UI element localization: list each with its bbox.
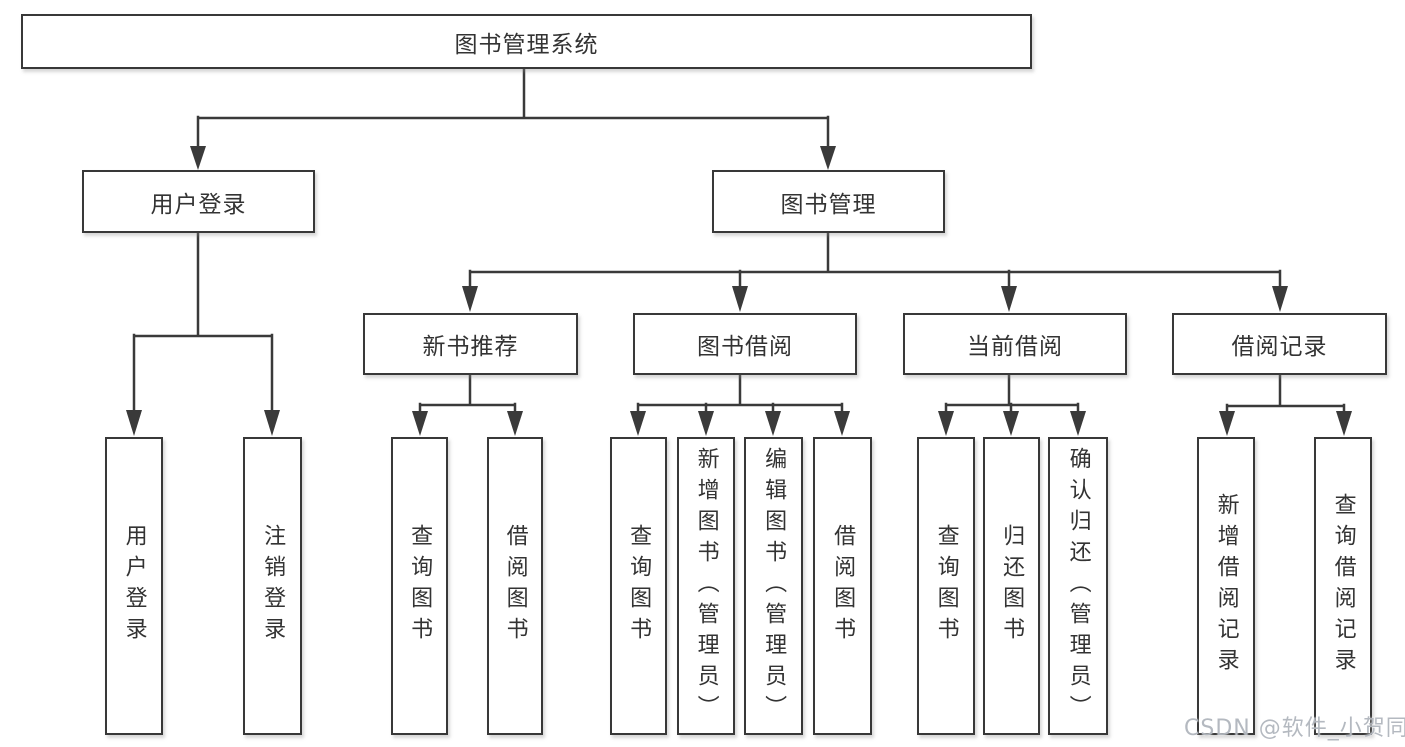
edge-user-login-to-leaves [126,231,280,436]
leaf-current-confirm-return-label: 确认归还（管理员） [1065,446,1091,726]
leaf-borrowing-borrow-book: 借阅图书 [813,437,872,735]
leaf-records-query-record-label: 查询借阅记录 [1330,493,1356,679]
edge-current-borrowing-to-leaves [938,373,1086,436]
node-root: 图书管理系统 [21,14,1032,69]
leaf-records-add-record: 新增借阅记录 [1197,437,1255,735]
leaf-recommend-borrow-book-label: 借阅图书 [502,524,528,648]
node-borrowing-records: 借阅记录 [1172,313,1387,375]
edge-book-borrowing-to-leaves [630,373,850,436]
edge-book-management-to-level3 [462,231,1288,312]
leaf-records-query-record: 查询借阅记录 [1314,437,1372,735]
leaf-borrowing-add-book-label: 新增图书（管理员） [693,446,719,726]
node-new-book-recommend: 新书推荐 [363,313,578,375]
leaf-current-confirm-return: 确认归还（管理员） [1048,437,1108,735]
node-current-borrowing: 当前借阅 [903,313,1127,375]
leaf-current-return-book: 归还图书 [983,437,1040,735]
leaf-logout: 注销登录 [243,437,302,735]
leaf-logout-label: 注销登录 [260,524,286,648]
watermark: CSDN @软件_小贺同学 [1184,716,1405,741]
leaf-borrowing-edit-book: 编辑图书（管理员） [744,437,803,735]
leaf-borrowing-query-book-label: 查询图书 [626,524,652,648]
node-book-borrowing: 图书借阅 [633,313,857,375]
leaf-recommend-query-book: 查询图书 [391,437,448,735]
leaf-current-return-book-label: 归还图书 [999,524,1025,648]
leaf-recommend-borrow-book: 借阅图书 [487,437,543,735]
edge-new-book-recommend-to-leaves [412,373,523,436]
leaf-records-add-record-label: 新增借阅记录 [1213,493,1239,679]
node-user-login: 用户登录 [82,170,315,233]
leaf-current-query-book-label: 查询图书 [933,524,959,648]
leaf-borrowing-borrow-book-label: 借阅图书 [830,524,856,648]
edge-borrowing-records-to-leaves [1219,373,1352,436]
leaf-borrowing-add-book: 新增图书（管理员） [677,437,735,735]
leaf-borrowing-query-book: 查询图书 [610,437,667,735]
leaf-borrowing-edit-book-label: 编辑图书（管理员） [761,446,787,726]
leaf-recommend-query-book-label: 查询图书 [407,524,433,648]
edge-root-to-level2 [190,67,836,170]
leaf-user-login-label: 用户登录 [121,524,147,648]
leaf-user-login: 用户登录 [105,437,163,735]
leaf-current-query-book: 查询图书 [917,437,975,735]
node-book-management: 图书管理 [712,170,945,233]
